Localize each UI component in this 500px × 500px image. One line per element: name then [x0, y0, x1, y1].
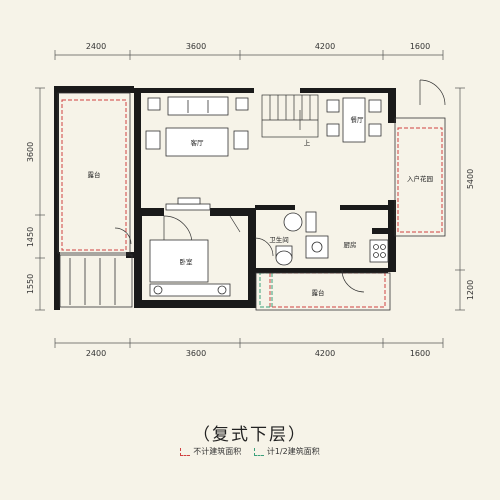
room-label-entry-garden: 入户花园 [407, 174, 433, 183]
terrace-left-boundary [61, 99, 127, 251]
dim-right-2: 1200 [466, 280, 475, 300]
top-dimension-line [54, 50, 444, 60]
room-label-living: 客厅 [191, 138, 205, 147]
dim-bottom-4: 1600 [410, 349, 430, 358]
staircase [261, 94, 319, 138]
dim-top-4: 1600 [410, 42, 430, 51]
legend-item-half: 计1/2建筑面积 [253, 446, 320, 457]
kitchen-fixtures [369, 239, 389, 263]
room-label-terrace-bottom: 露台 [312, 288, 325, 297]
dim-bottom-2: 3600 [186, 349, 206, 358]
excluded-area-icon [180, 447, 191, 456]
right-dimension-line [455, 87, 465, 311]
dim-top-1: 2400 [86, 42, 106, 51]
legend-label-excluded: 不计建筑面积 [193, 447, 242, 456]
entry-garden-boundary [397, 127, 443, 233]
dim-left-2: 1450 [26, 227, 35, 247]
sofa [167, 96, 229, 116]
legend: 不计建筑面积 计1/2建筑面积 [0, 446, 500, 457]
room-label-stair-up: 上 [304, 138, 311, 147]
dim-bottom-3: 4200 [315, 349, 335, 358]
dim-left-3: 1550 [26, 274, 35, 294]
armchairs [145, 97, 249, 150]
legend-item-excluded: 不计建筑面积 [180, 446, 241, 457]
room-label-dining: 餐厅 [351, 115, 365, 124]
coffee-table [165, 127, 229, 157]
bathroom-fixtures [275, 211, 329, 266]
room-label-bedroom: 卧室 [180, 257, 194, 266]
walls [54, 86, 396, 310]
room-label-bathroom: 卫生间 [269, 235, 289, 244]
railings [57, 92, 446, 311]
room-label-terrace-left: 露台 [88, 170, 101, 179]
bottom-dimension-line [54, 338, 444, 348]
terrace-bottom-boundary [269, 272, 386, 308]
tv-cabinet [165, 197, 211, 211]
plan-caption: （复式下层） [193, 425, 307, 445]
half-area-boundary [259, 272, 273, 308]
dim-right-1: 5400 [466, 169, 475, 189]
half-area-icon [253, 447, 264, 456]
bed [149, 239, 231, 297]
left-dimension-line [35, 87, 45, 311]
dining-table [326, 97, 382, 143]
dim-top-2: 3600 [186, 42, 206, 51]
dim-left-1: 3600 [26, 142, 35, 162]
dim-top-3: 4200 [315, 42, 335, 51]
legend-label-half: 计1/2建筑面积 [266, 447, 320, 456]
room-label-kitchen: 厨房 [344, 240, 357, 249]
dim-bottom-1: 2400 [86, 349, 106, 358]
